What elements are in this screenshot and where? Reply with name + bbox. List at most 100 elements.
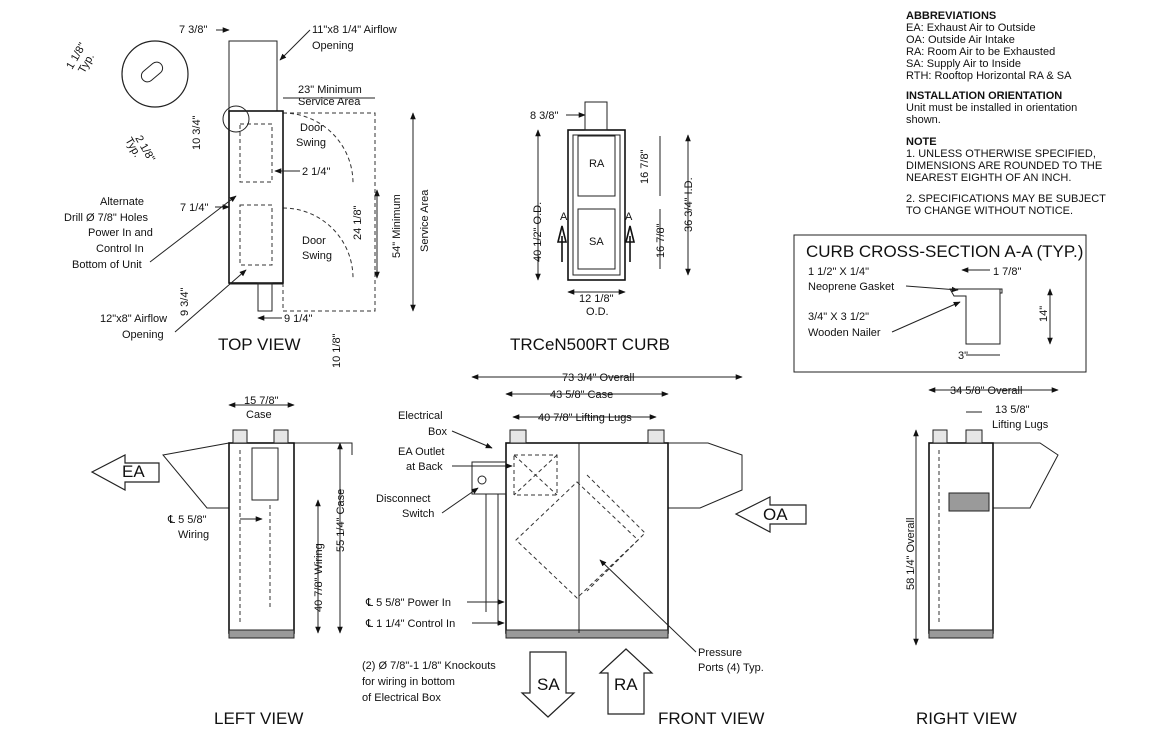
curb-dim-8-3-8: 8 3/8": [530, 110, 558, 122]
notes-block: ABBREVIATIONS EA: Exhaust Air to Outside…: [906, 10, 1106, 217]
note-line: NEAREST EIGHTH OF AN INCH.: [906, 172, 1071, 184]
service-23: Service Area: [298, 96, 361, 108]
top-view-title: TOP VIEW: [218, 335, 301, 354]
installation-line: shown.: [906, 114, 941, 126]
electrical-box: [251, 447, 279, 501]
note-line: DIMENSIONS ARE ROUNDED TO THE: [906, 160, 1102, 172]
lugs-label: 13 5/8": [995, 404, 1030, 416]
curb-od-w: 12 1/8": [579, 293, 614, 305]
airflow-bottom-label: Opening: [122, 329, 164, 341]
section-title: CURB CROSS-SECTION A-A (TYP.): [806, 242, 1083, 261]
oa-arrow: [734, 496, 807, 533]
lift-lug: [932, 429, 948, 444]
leader-line: [451, 430, 493, 449]
service-23: 23" Minimum: [298, 84, 362, 96]
disconnect-label: Disconnect: [376, 493, 430, 505]
note-heading: NOTE: [906, 136, 937, 148]
unit-front: [505, 442, 669, 634]
abbrev-line: RA: Room Air to be Exhausted: [906, 46, 1055, 58]
knockouts-label: of Electrical Box: [362, 692, 441, 704]
unit-outline: [228, 110, 284, 284]
filter-grille: [948, 492, 990, 512]
curb-sa-opening: [577, 208, 616, 270]
dim-10-3-4: 10 3/4": [191, 115, 203, 150]
core-diamond: [586, 474, 646, 592]
note-line: TO CHANGE WITHOUT NOTICE.: [906, 205, 1073, 217]
note-line: 2. SPECIFICATIONS MAY BE SUBJECT: [906, 193, 1106, 205]
lift-lug: [965, 429, 983, 444]
door-swing: Swing: [296, 137, 326, 149]
dim-9-1-4: 9 1/4": [284, 313, 312, 325]
curb-id: 36 3/4" I.D.: [683, 177, 695, 232]
core-diamond: [515, 481, 639, 599]
ea-label: EA: [122, 462, 145, 481]
section-arrow: [556, 225, 568, 262]
service-54: Service Area: [419, 189, 431, 252]
curb-ra-opening: [577, 135, 616, 197]
left-view: EA 15 7/8" Case ℄ 5 5/8" Wiring 40 7/8" …: [90, 395, 353, 728]
ea-outlet-x: [513, 454, 558, 496]
curb-ra: RA: [589, 158, 605, 170]
curb-od-w: O.D.: [586, 306, 609, 318]
note-line: 1. UNLESS OTHERWISE SPECIFIED,: [906, 148, 1096, 160]
section-arrow: [624, 225, 636, 262]
section-a: A: [560, 211, 568, 223]
dim-2-1-4: 2 1/4": [302, 166, 330, 178]
front-view: OA SA RA 73 3/4" Overall 43 5/8" Case 40…: [362, 372, 807, 728]
dim-9-3-4: 9 3/4": [179, 288, 191, 316]
case-width: Case: [246, 409, 272, 421]
left-view-title: LEFT VIEW: [214, 709, 303, 728]
lift-lug: [647, 429, 665, 444]
disconnect-switch-icon: [477, 475, 487, 485]
detail-slot: [140, 61, 164, 83]
lugs-width: 40 7/8" Lifting Lugs: [538, 412, 632, 424]
unit-base: [928, 629, 994, 639]
power-in: ℄ 5 5/8" Power In: [365, 597, 451, 609]
dim-7-1-4: 7 1/4": [180, 202, 208, 214]
connector: [257, 282, 273, 312]
pressure-label: Pressure: [698, 647, 742, 659]
wiring-label: Wiring: [178, 529, 209, 541]
abbrev-line: OA: Outside Air Intake: [906, 34, 1015, 46]
airflow-opening: [239, 204, 273, 266]
curb-profile: [949, 288, 1003, 345]
installation-line: Unit must be installed in orientation: [906, 102, 1077, 114]
door-swing: Swing: [302, 250, 332, 262]
abbrev-line: SA: Supply Air to Inside: [906, 58, 1021, 70]
alternate-label: Bottom of Unit: [72, 259, 142, 271]
overall-width: 73 3/4" Overall: [562, 372, 634, 384]
door-swing: Door: [302, 235, 326, 247]
alternate-label: Power In and: [88, 227, 153, 239]
gasket-label: Neoprene Gasket: [808, 281, 894, 293]
ea-outlet-label: EA Outlet: [398, 446, 444, 458]
case-width: 15 7/8": [244, 395, 279, 407]
knockouts-label: for wiring in bottom: [362, 676, 455, 688]
curb-od: 40 1/2" O.D.: [532, 202, 544, 262]
pressure-label: Ports (4) Typ.: [698, 662, 764, 674]
wiring-height: 40 7/8" Wiring: [313, 543, 325, 612]
oa-label: OA: [763, 505, 788, 524]
gasket-dim: 1 1/2" X 1/4": [808, 266, 869, 278]
overall-height: 58 1/4" Overall: [905, 518, 917, 590]
alternate-label: Drill Ø 7/8" Holes: [64, 212, 148, 224]
airflow-top-label: 11"x8 1/4" Airflow: [312, 24, 397, 36]
leader-line: [279, 29, 311, 61]
dim-10-1-8: 10 1/8": [331, 333, 343, 368]
unit-side: [228, 442, 295, 634]
section-a: A: [625, 211, 633, 223]
case-width: 43 5/8" Case: [550, 389, 613, 401]
leader-line: [891, 301, 961, 333]
disconnect-label: Switch: [402, 508, 434, 520]
front-view-title: FRONT VIEW: [658, 709, 764, 728]
lift-lug: [509, 429, 527, 444]
electrical-label: Box: [428, 426, 447, 438]
ra-label: RA: [614, 675, 638, 694]
electrical-label: Electrical: [398, 410, 443, 422]
service-54: 54" Minimum: [391, 194, 403, 258]
airflow-bottom-label: 12"x8" Airflow: [100, 313, 167, 325]
curb-16-7-8: 16 7/8": [639, 149, 651, 184]
leader-line: [905, 285, 959, 293]
lift-lug: [273, 429, 289, 444]
nailer-label: Wooden Nailer: [808, 327, 881, 339]
